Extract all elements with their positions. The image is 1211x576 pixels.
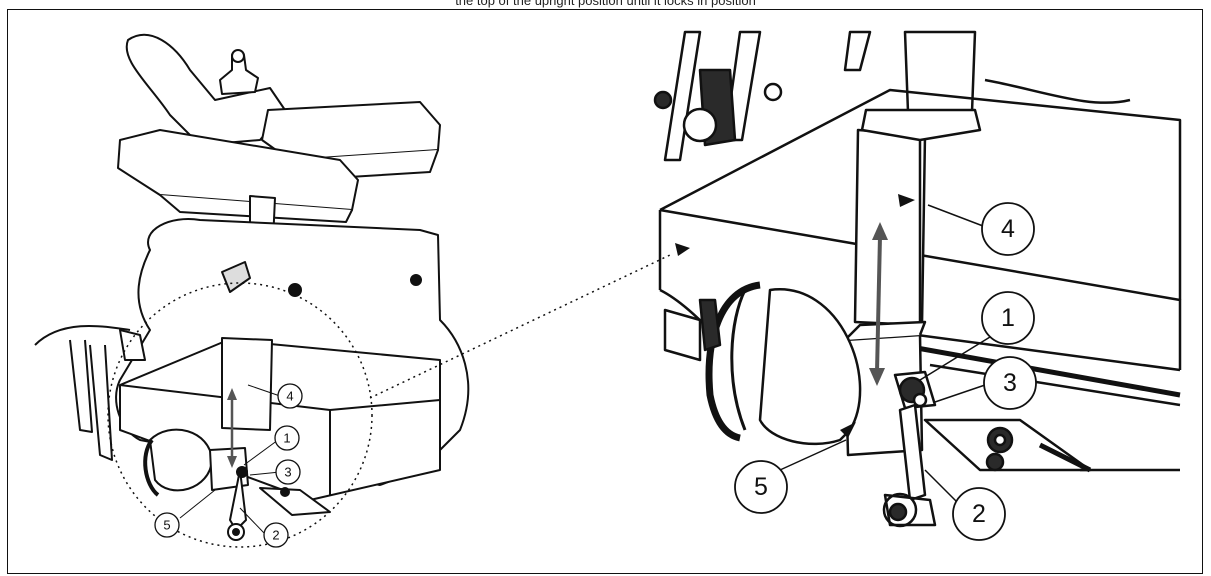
callout-left-1: 1 [274, 425, 300, 451]
svg-text:1: 1 [1001, 304, 1015, 332]
cropped-header-text: the top of the upright position until it… [455, 0, 756, 8]
callout-right-2: 2 [952, 487, 1006, 541]
svg-text:5: 5 [163, 518, 170, 533]
svg-text:2: 2 [272, 528, 279, 543]
svg-text:3: 3 [1003, 369, 1017, 397]
callout-left-2: 2 [263, 522, 289, 548]
magnifier-link-line [369, 254, 671, 399]
svg-text:1: 1 [283, 431, 290, 446]
callout-right-3: 3 [983, 356, 1037, 410]
svg-text:2: 2 [972, 500, 986, 528]
left-overview-drawing [34, 33, 470, 541]
callout-right-1: 1 [981, 291, 1035, 345]
callout-left-5: 5 [154, 512, 180, 538]
svg-text:4: 4 [1001, 215, 1015, 243]
callout-left-3: 3 [275, 459, 301, 485]
svg-text:4: 4 [286, 389, 293, 404]
magnifier-circle [107, 282, 373, 548]
callout-right-4: 4 [981, 202, 1035, 256]
callout-left-4: 4 [277, 383, 303, 409]
callout-right-5: 5 [734, 460, 788, 514]
svg-text:3: 3 [284, 465, 291, 480]
right-detail-drawing [653, 30, 1182, 528]
svg-text:5: 5 [754, 473, 768, 501]
